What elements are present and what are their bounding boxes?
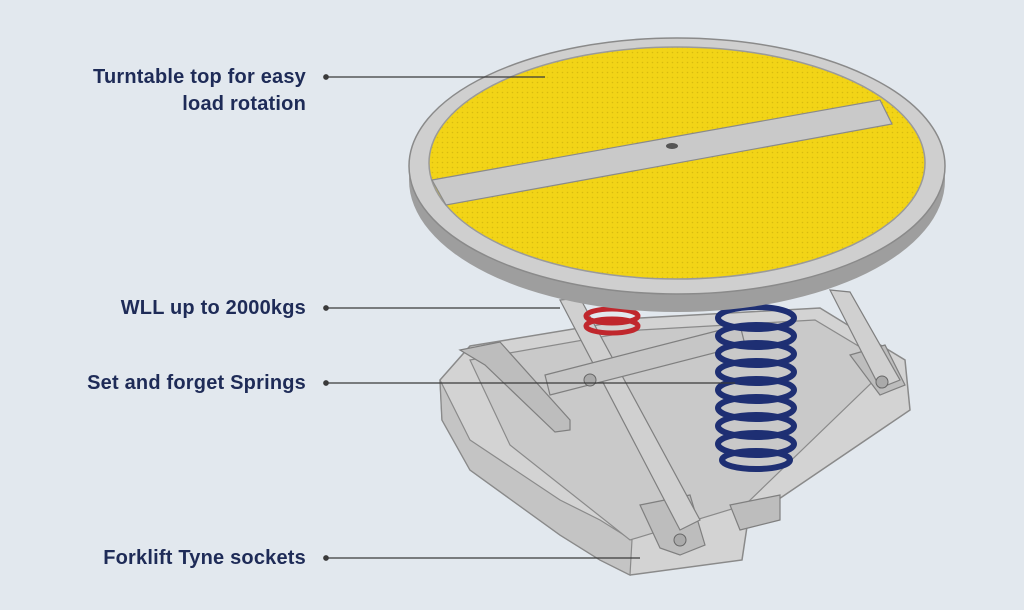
callout-forklift: Forklift Tyne sockets	[103, 545, 306, 572]
leader-lines	[323, 74, 735, 561]
callout-springs: Set and forget Springs	[87, 370, 306, 397]
callout-springs-label: Set and forget Springs	[87, 372, 306, 394]
blue-spring	[715, 304, 797, 472]
callout-turntable-line1: Turntable top for easy	[93, 66, 306, 88]
callout-turntable: Turntable top for easy load rotation	[93, 64, 306, 118]
callout-wll-label: WLL up to 2000kgs	[120, 297, 306, 319]
callout-forklift-label: Forklift Tyne sockets	[103, 547, 306, 569]
turntable-top	[408, 37, 946, 312]
callout-turntable-line2: load rotation	[182, 93, 306, 115]
red-spring	[583, 306, 641, 336]
callout-wll: WLL up to 2000kgs	[121, 295, 306, 322]
